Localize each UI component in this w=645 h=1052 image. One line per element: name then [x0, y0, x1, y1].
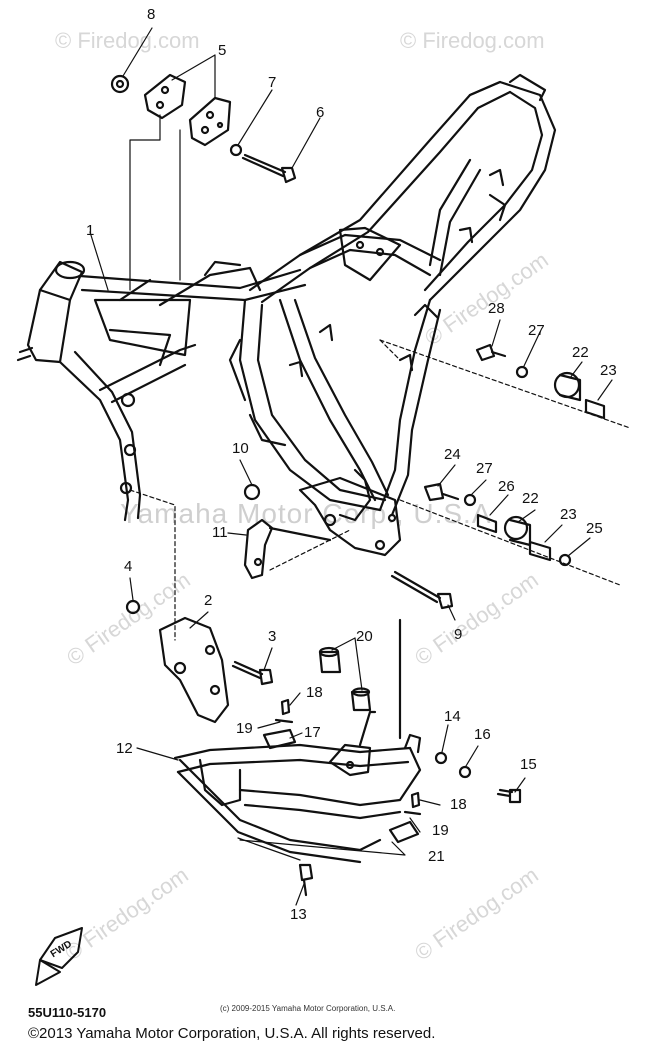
callout-24: 24: [444, 446, 461, 463]
callout-2: 2: [204, 592, 213, 609]
callout-25: 25: [586, 520, 603, 537]
callout-9: 9: [454, 626, 463, 643]
main-frame: [16, 73, 557, 557]
callout-21: 21: [428, 848, 445, 865]
copyright-notice: ©2013 Yamaha Motor Corporation, U.S.A. A…: [28, 1025, 436, 1042]
callout-4: 4: [124, 558, 133, 575]
callout-20: 20: [356, 628, 373, 645]
callout-17: 17: [304, 724, 321, 741]
callout-1: 1: [86, 222, 95, 239]
callout-22: 22: [522, 490, 539, 507]
small-copyright: (c) 2009-2015 Yamaha Motor Corporation, …: [220, 1004, 396, 1013]
callout-27: 27: [528, 322, 545, 339]
engine-guard: [125, 599, 522, 897]
callout-3: 3: [268, 628, 277, 645]
watermark: © Firedog.com: [400, 28, 545, 53]
callout-10: 10: [232, 440, 249, 457]
fwd-arrow: [35, 927, 83, 986]
callout-19: 19: [432, 822, 449, 839]
callout-18: 18: [306, 684, 323, 701]
leader-lines: [89, 27, 631, 906]
callout-18: 18: [450, 796, 467, 813]
watermark: © Firedog.com: [55, 28, 200, 53]
callout-8: 8: [147, 6, 156, 23]
callout-27: 27: [476, 460, 493, 477]
callout-7: 7: [268, 74, 277, 91]
callout-5: 5: [218, 42, 227, 59]
callout-19: 19: [236, 720, 253, 737]
callout-11: 11: [212, 524, 228, 541]
callout-6: 6: [316, 104, 325, 121]
callout-23: 23: [600, 362, 617, 379]
callout-26: 26: [498, 478, 515, 495]
diagram-code: 55U110-5170: [28, 1005, 107, 1020]
callout-22: 22: [572, 344, 589, 361]
engine-mount-brackets: [110, 73, 297, 184]
callout-12: 12: [116, 740, 133, 757]
callout-14: 14: [444, 708, 461, 725]
callout-15: 15: [520, 756, 537, 773]
callout-13: 13: [290, 906, 307, 923]
callout-23: 23: [560, 506, 577, 523]
callout-16: 16: [474, 726, 491, 743]
callout-28: 28: [488, 300, 505, 317]
